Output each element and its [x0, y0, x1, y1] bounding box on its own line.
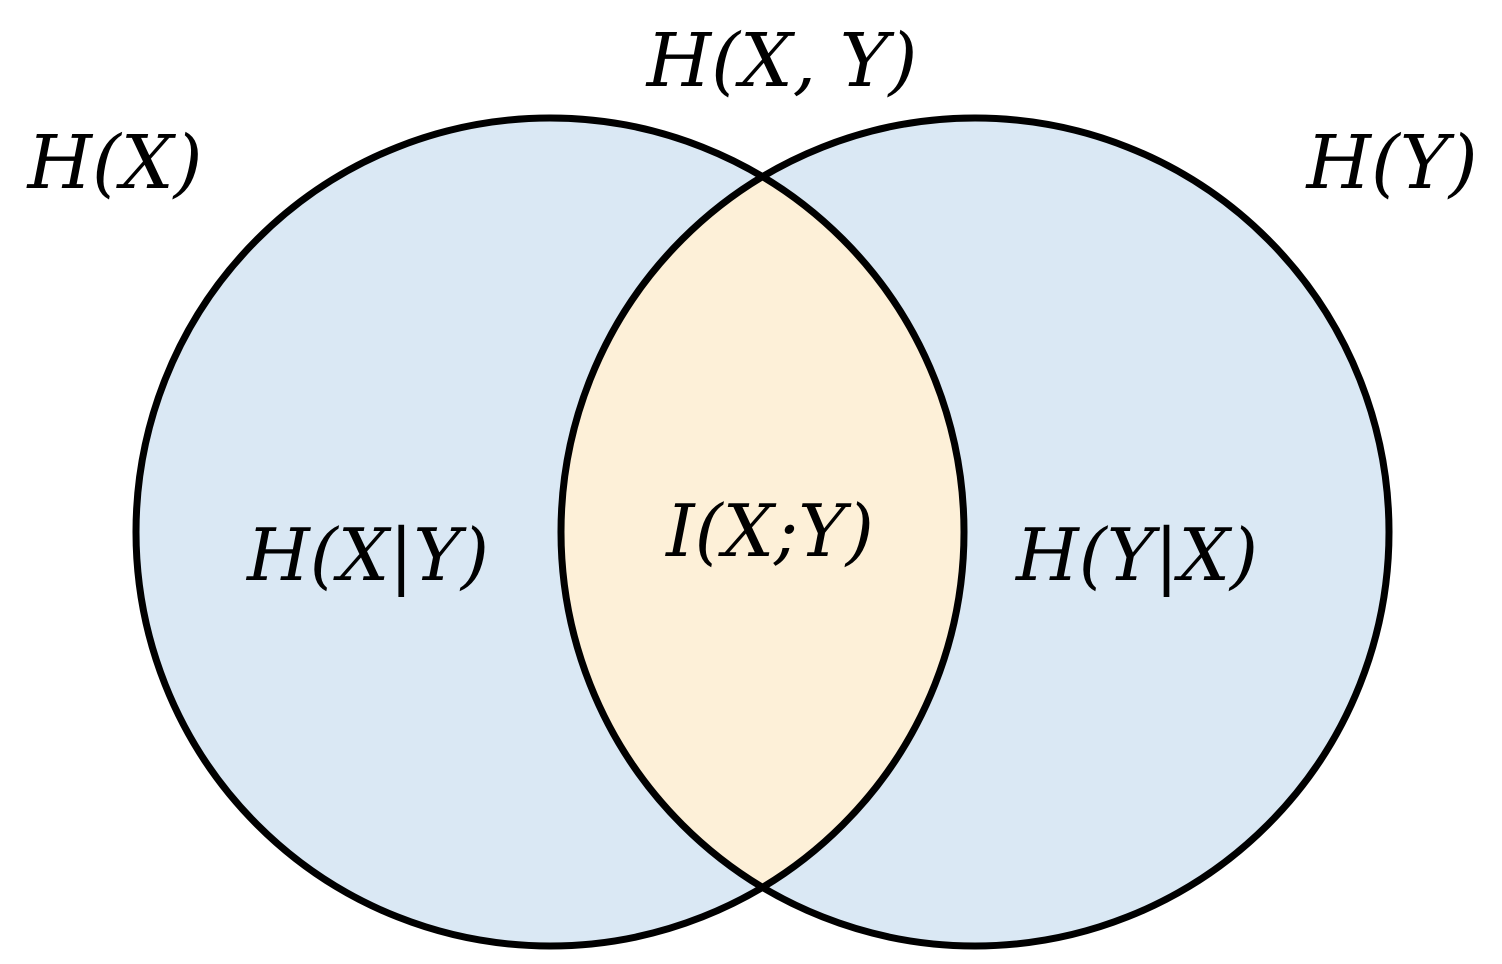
intersection-region — [561, 118, 964, 946]
circle-x-outline — [132, 114, 968, 950]
entropy-y-label: H(Y) — [1304, 120, 1477, 206]
mutual-information-label: I(X;Y) — [664, 489, 874, 573]
conditional-y-given-x-label: H(Y|X) — [1014, 513, 1258, 597]
conditional-x-given-y-label: H(X|Y) — [245, 513, 489, 597]
circle-y-outline — [557, 114, 1393, 950]
joint-entropy-label: H(X, Y) — [645, 18, 918, 104]
entropy-x-label: H(X) — [26, 120, 203, 206]
